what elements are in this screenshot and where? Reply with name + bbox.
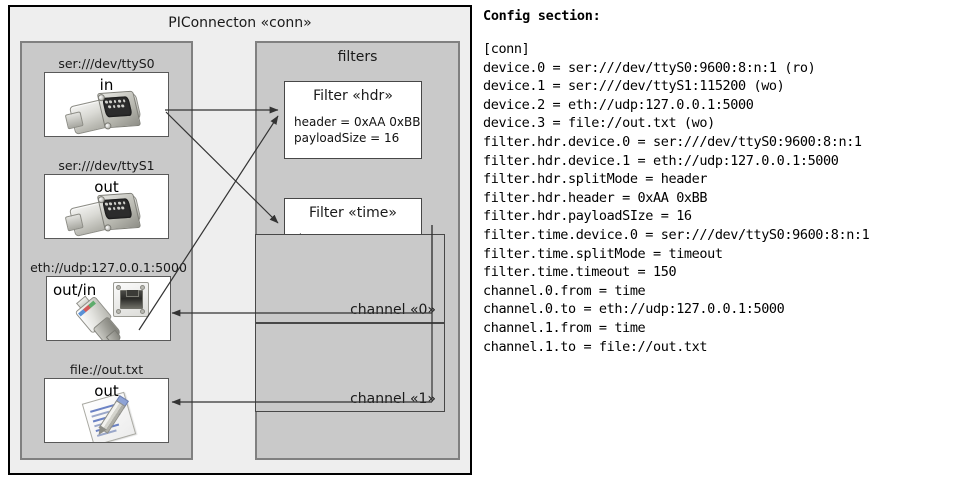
device-label: ser:///dev/ttyS0 [58,56,155,71]
config-line: filter.time.timeout = 150 [483,264,677,281]
text-file-icon [81,391,149,442]
config-line: channel.1.from = time [483,319,646,336]
filter-box-hdr[interactable]: Filter «hdr» header = 0xAA 0xBB payloadS… [284,81,422,159]
channel-box-1[interactable]: channel «1» [255,323,445,412]
filters-panel-title: filters [337,49,378,65]
device-direction: out/in [53,281,97,299]
device-direction: out [94,382,119,400]
device-box[interactable]: out [44,174,169,239]
device-box[interactable]: out [44,378,169,443]
filters-panel: filters Filter «hdr» header = 0xAA 0xBB … [255,41,460,460]
config-line: filter.hdr.device.1 = eth://udp:127.0.0.… [483,152,839,169]
diagram-frame: PIConnecton «conn» ser:///dev/ttyS0 in [8,5,472,475]
config-line: [conn] [483,41,530,57]
config-line: channel.0.from = time [483,282,646,299]
device-label: file://out.txt [69,362,144,377]
config-line: filter.time.splitMode = timeout [483,245,723,262]
devices-panel: ser:///dev/ttyS0 in [20,41,193,460]
device-label: ser:///dev/ttyS1 [58,158,155,173]
filter-attribute: payloadSize = 16 [294,131,400,145]
config-line: device.2 = eth://udp:127.0.0.1:5000 [483,96,754,113]
device-box[interactable]: out/in [46,276,171,341]
device-direction: out [94,178,119,196]
config-line: filter.hdr.device.0 = ser:///dev/ttyS0:9… [483,133,862,150]
config-line: filter.hdr.header = 0xAA 0xBB [483,189,708,206]
config-line: filter.hdr.payloadSIze = 16 [483,208,692,225]
channel-box-0[interactable]: channel «0» [255,234,445,323]
page-title: PIConnecton «conn» [168,15,312,31]
device-box[interactable]: in [44,72,169,137]
device-group-ttyS0[interactable]: ser:///dev/ttyS0 in [34,55,179,137]
config-line: channel.1.to = file://out.txt [483,338,708,355]
device-group-file[interactable]: file://out.txt out [34,361,179,443]
config-panel: Config section: [conn] device.0 = ser:///… [483,8,958,356]
device-group-eth[interactable]: eth://udp:127.0.0.1:5000 out/in [22,259,195,341]
device-direction: in [99,76,114,94]
config-line: filter.hdr.splitMode = header [483,171,708,188]
device-group-ttyS1[interactable]: ser:///dev/ttyS1 out [34,157,179,239]
filter-title: Filter «time» [309,205,397,221]
config-line: filter.time.device.0 = ser:///dev/ttyS0:… [483,226,870,243]
config-line: device.0 = ser:///dev/ttyS0:9600:8:n:1 (… [483,59,816,76]
device-label: eth://udp:127.0.0.1:5000 [30,260,187,275]
filter-attribute: header = 0xAA 0xBB [294,115,421,129]
config-line: device.1 = ser:///dev/ttyS1:115200 (wo) [483,78,785,95]
config-line: device.3 = file://out.txt (wo) [483,115,715,132]
filter-attributes: header = 0xAA 0xBB payloadSize = 16 [285,114,421,146]
channel-label: channel «0» [350,302,436,318]
channel-label: channel «1» [350,391,436,407]
config-text: [conn] device.0 = ser:///dev/ttyS0:9600:8… [483,40,958,356]
config-heading: Config section: [483,8,601,24]
filter-title: Filter «hdr» [313,88,393,104]
config-line: channel.0.to = eth://udp:127.0.0.1:5000 [483,301,785,318]
